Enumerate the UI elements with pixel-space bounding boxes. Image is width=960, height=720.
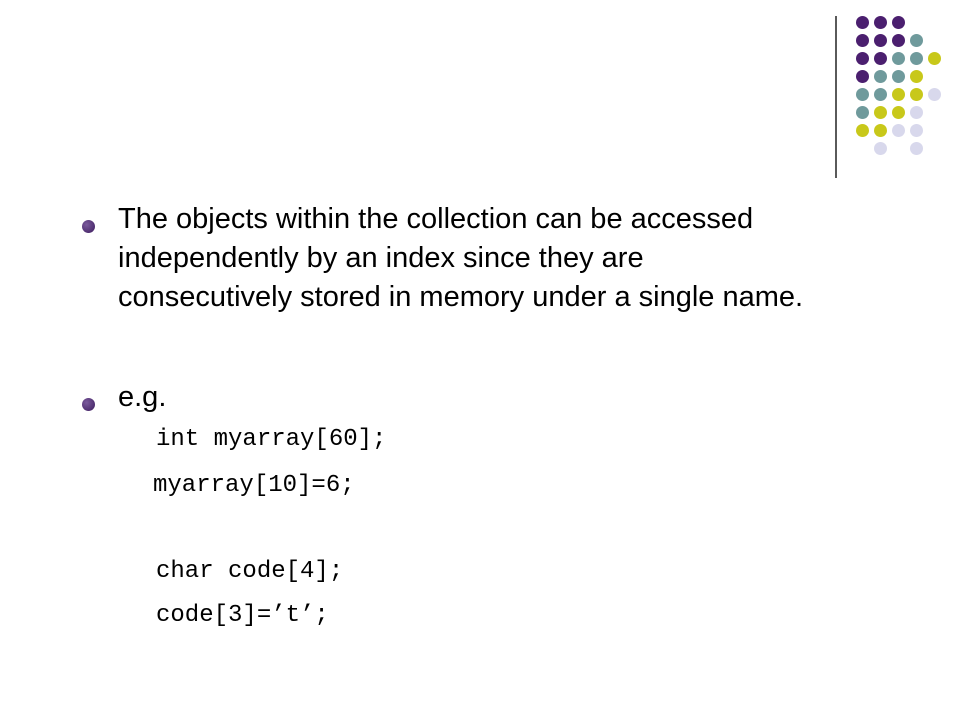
bullet-list: The objects within the collection can be…: [80, 200, 820, 417]
decorative-dot-icon: [874, 124, 887, 137]
decorative-dot-icon: [874, 142, 887, 155]
code-line: code[3]=’t’;: [156, 602, 329, 629]
decorative-dot-icon: [856, 124, 869, 137]
code-line: char code[4];: [156, 558, 344, 585]
decorative-dot-icon: [892, 124, 905, 137]
decorative-dot-icon: [892, 106, 905, 119]
decorative-dot-icon: [874, 52, 887, 65]
decorative-dot-icon: [856, 52, 869, 65]
code-line: myarray[10]=6;: [153, 472, 355, 499]
decorative-dot-icon: [856, 88, 869, 101]
decorative-dot-icon: [892, 34, 905, 47]
code-line: int myarray[60];: [156, 426, 387, 453]
bullet-item: e.g.: [80, 378, 820, 417]
decorative-dot-icon: [910, 34, 923, 47]
bullet-text: The objects within the collection can be…: [118, 203, 804, 313]
decorative-dot-icon: [892, 16, 905, 29]
decorative-dot-icon: [856, 106, 869, 119]
decorative-dot-icon: [874, 34, 887, 47]
decorative-dot-icon: [874, 70, 887, 83]
decorative-dot-icon: [928, 88, 941, 101]
decorative-dot-icon: [910, 52, 923, 65]
decorative-dot-icon: [874, 16, 887, 29]
decorative-dot-icon: [928, 52, 941, 65]
decorative-dot-icon: [910, 142, 923, 155]
bullet-marker-icon: [82, 220, 95, 233]
decorative-dot-icon: [856, 70, 869, 83]
decorative-dot-icon: [874, 106, 887, 119]
decorative-dot-icon: [910, 124, 923, 137]
bullet-item: The objects within the collection can be…: [80, 200, 820, 378]
decorative-dot-icon: [892, 70, 905, 83]
decorative-dot-icon: [910, 88, 923, 101]
decorative-dot-icon: [874, 88, 887, 101]
decorative-dot-grid: [0, 0, 960, 180]
decorative-dot-icon: [856, 16, 869, 29]
bullet-marker-icon: [82, 398, 95, 411]
decorative-dot-icon: [892, 52, 905, 65]
decorative-dot-icon: [910, 70, 923, 83]
decorative-dot-icon: [856, 34, 869, 47]
bullet-text: e.g.: [118, 381, 167, 413]
vertical-divider: [835, 16, 837, 178]
decorative-dot-icon: [892, 88, 905, 101]
decorative-dot-icon: [910, 106, 923, 119]
